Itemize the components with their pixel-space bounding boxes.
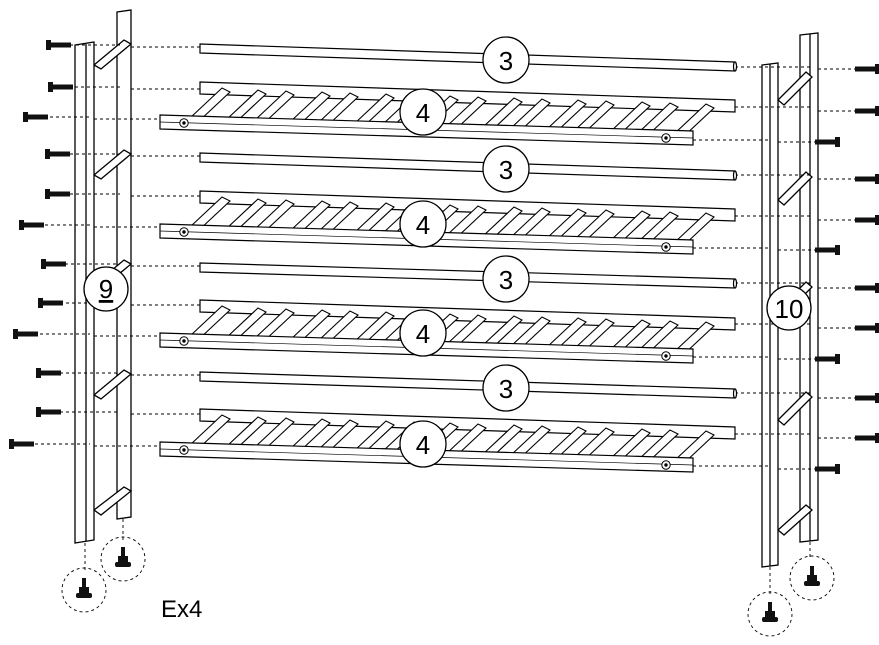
callout-side-frame-10: 10 [766,285,812,331]
callout-rail-4: 4 [399,420,447,468]
bolt-icon [45,189,70,199]
leveling-foot-icon [747,591,793,637]
leveling-foot-icon [789,555,835,601]
callout-label: 3 [499,155,513,185]
callouts: 3 3 3 3 4 4 4 4 [83,36,812,468]
bolt-icon [855,393,879,403]
callout-rail-4: 4 [399,200,447,248]
callout-label: 4 [416,98,430,128]
callout-label: 3 [499,265,513,295]
bolt-icon [38,298,63,308]
callout-label: 4 [416,210,430,240]
callout-rail-4: 4 [399,309,447,357]
bottle-rail [159,190,736,255]
bolt-icon [48,82,73,92]
bolt-icon [855,323,879,333]
bolt-icon [36,368,61,378]
bolt-icon [815,137,840,147]
callout-label: 3 [499,46,513,76]
callout-label: 9 [99,274,113,304]
callout-rail-4: 4 [399,88,447,136]
bolt-icon [815,354,840,364]
left-bolts [9,40,73,449]
callout-label: 4 [416,430,430,460]
quantity-note: Ex4 [161,596,202,623]
callout-rail-3: 3 [482,364,530,412]
bolt-icon [45,149,70,159]
leveling-foot-icon [61,567,107,613]
bolt-icon [19,220,44,230]
bolt-icon [9,439,34,449]
bolt-icon [46,40,71,50]
callout-rail-3: 3 [482,145,530,193]
bolt-icon [855,433,879,443]
bottle-rail [159,81,736,146]
callout-label: 10 [775,294,804,324]
right-bolts [815,64,879,474]
bolt-icon [815,464,840,474]
bolt-icon [855,106,879,116]
round-rail [199,152,738,181]
bolt-icon [855,64,879,74]
leveling-foot-icon [100,536,146,582]
round-rail [199,371,738,399]
bolt-icon [36,407,61,417]
bolt-icon [13,329,38,339]
callout-side-frame-9: 9 [83,266,129,312]
bolt-icon [815,245,840,255]
callout-label: 4 [416,319,430,349]
bottle-rail [159,299,736,364]
callout-rail-3: 3 [482,36,530,84]
bottle-rail [159,408,736,473]
bolt-icon [41,259,66,269]
callout-label: 3 [499,374,513,404]
bolt-icon [855,283,879,293]
round-rail [199,262,738,289]
bolt-icon [855,174,879,184]
callout-rail-3: 3 [482,255,530,303]
bolt-icon [23,112,48,122]
round-rails [199,43,738,399]
bolt-icon [855,215,879,225]
round-rail [199,43,738,72]
